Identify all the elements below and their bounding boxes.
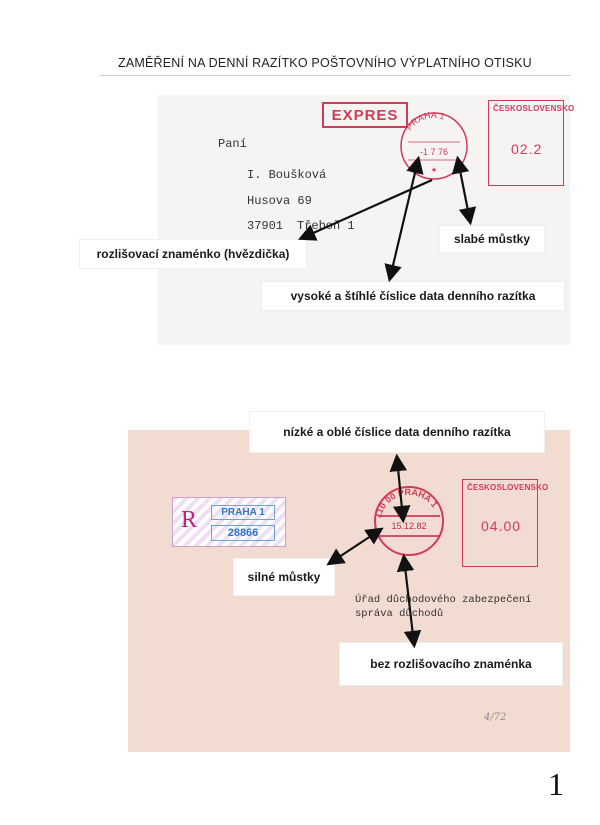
stamp-2-date: 15.12.82	[391, 521, 426, 531]
page-number: 1	[548, 766, 564, 802]
reg-stripes	[173, 498, 285, 546]
meter-frame-1: ČESKOSLOVENSKO 02.2	[488, 100, 574, 186]
stamp-1-date: -1 7 76	[420, 147, 448, 157]
salutation: Paní	[218, 137, 247, 151]
page-title: ZAMĚŘENÍ NA DENNÍ RAZÍTKO POŠTOVNÍHO VÝP…	[118, 56, 532, 70]
stamp-1-star: ★	[431, 166, 437, 174]
expres-label: EXPRES	[322, 102, 408, 128]
envelope-2	[128, 430, 570, 752]
title-underline	[100, 75, 570, 76]
handwritten-note: 4/72	[484, 712, 507, 723]
arrow-strong-bridges	[326, 527, 384, 566]
label-weak-bridges: slabé můstky	[440, 226, 544, 252]
label-low-digits: nízké a oblé číslice data denního razítk…	[250, 412, 544, 452]
reg-number: 28866	[211, 525, 275, 541]
label-no-mark: bez rozlišovacího znaménka	[340, 643, 562, 685]
meter-frame-2: ČESKOSLOVENSKO 04.00	[462, 479, 548, 567]
date-stamp-1: PRAHA 1 -1 7 76 ★	[400, 110, 468, 180]
arrow-tall-digits	[384, 155, 424, 283]
meter-2-value: 04.00	[481, 518, 522, 534]
arrow-star-mark	[297, 178, 433, 241]
arrow-no-mark	[396, 553, 422, 649]
meter-1-country: ČESKOSLOVENSKO	[493, 104, 575, 113]
label-tall-digits: vysoké a štíhlé číslice data denního raz…	[262, 282, 564, 310]
reg-city: PRAHA 1	[211, 505, 275, 520]
label-strong-bridges: silné můstky	[234, 559, 334, 595]
label-star-mark: rozlišovací znaménko (hvězdička)	[80, 240, 306, 268]
registration-label: R PRAHA 1 28866	[172, 497, 286, 547]
addressee-street: Husova 69	[247, 194, 312, 208]
addressee-name: I. Boušková	[247, 168, 327, 182]
meter-2-country: ČESKOSLOVENSKO	[467, 483, 549, 492]
arrow-low-digits	[389, 453, 411, 524]
reg-letter: R	[181, 507, 198, 533]
meter-1-value: 02.2	[511, 141, 543, 157]
addressee-zip: 37901	[247, 219, 284, 233]
arrow-weak-bridges	[451, 155, 477, 226]
